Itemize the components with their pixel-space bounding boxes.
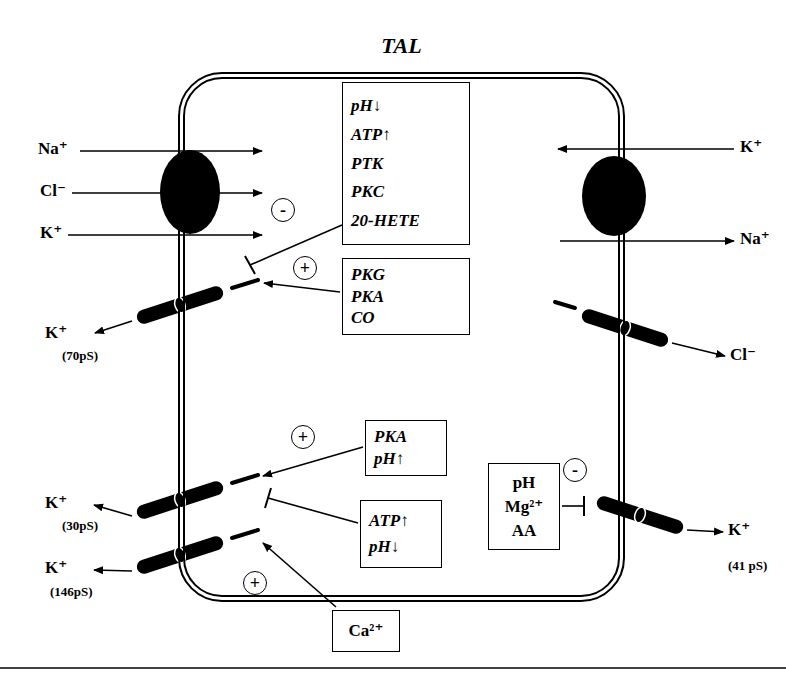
ion-label: K⁺ <box>740 137 762 157</box>
regulator-text: AA <box>497 521 551 541</box>
regulator-text: Mg²⁺ <box>497 497 551 517</box>
regulator-text: Ca²⁺ <box>341 621 391 641</box>
flux-arrow <box>558 148 734 150</box>
regulator-text: PKG <box>351 265 461 285</box>
activation-arrow <box>263 447 363 476</box>
flux-arrow <box>68 234 262 236</box>
effect-sign: + <box>243 571 267 595</box>
flux-arrow <box>560 240 734 242</box>
activation-arrow <box>264 283 340 292</box>
channel-gate <box>555 302 575 308</box>
ion-label: K⁺ <box>45 323 67 343</box>
cotransporter <box>160 150 220 234</box>
regulator-text: 20-HETE <box>351 211 461 231</box>
sign-text: + <box>300 259 310 277</box>
regulator-text: pH↓ <box>369 537 433 557</box>
ion-label: Na⁺ <box>740 229 770 249</box>
flux-arrow <box>672 343 725 356</box>
cell-title: TAL <box>185 33 618 59</box>
effect-sign: + <box>291 425 315 449</box>
regulator-text: PKA <box>351 287 461 307</box>
ion-label: K⁺ <box>45 558 67 578</box>
ion-label: K⁺ <box>40 223 62 243</box>
ion-label: K⁺ <box>45 493 67 513</box>
flux-arrow <box>94 570 132 571</box>
regulator-box: PKGPKACO <box>342 258 470 335</box>
inhibition-line <box>562 505 584 507</box>
sign-text: + <box>250 574 260 592</box>
effect-sign: - <box>563 458 587 482</box>
regulator-text: CO <box>351 308 461 328</box>
effect-sign: + <box>293 256 317 280</box>
ion-label: Cl⁻ <box>40 181 66 201</box>
channel-gate <box>232 475 258 483</box>
inhibition-bar <box>265 488 271 508</box>
ion-label: Cl⁻ <box>730 345 756 365</box>
conductance-label: (30pS) <box>62 518 98 534</box>
cell-outline: TALpH↓ATP↑PTKPKC20-HETE-+PKGPKACO+PKApH↑… <box>178 72 625 602</box>
sign-text: - <box>572 461 578 479</box>
conductance-label: (70pS) <box>62 348 98 364</box>
sign-text: + <box>298 428 308 446</box>
conductance-label: (41 pS) <box>728 558 767 574</box>
regulator-text: PKA <box>374 427 438 447</box>
regulator-text: ATP↑ <box>369 511 433 531</box>
regulator-text: pH↓ <box>351 96 461 116</box>
regulator-text: pH↑ <box>374 449 438 469</box>
ion-label: Na⁺ <box>38 139 68 159</box>
sign-text: - <box>280 201 286 219</box>
ion-label: K⁺ <box>728 520 750 540</box>
effect-sign: - <box>271 198 295 222</box>
separator-line <box>0 667 786 669</box>
flux-arrow <box>95 321 132 333</box>
k-channel <box>595 493 686 536</box>
regulator-text: pH <box>497 473 551 493</box>
channel-gate <box>232 280 258 288</box>
inhibition-line <box>268 498 358 523</box>
cl-channel <box>580 306 671 349</box>
regulator-text: PTK <box>351 154 461 174</box>
regulator-text: PKC <box>351 182 461 202</box>
channel-gate <box>232 530 258 538</box>
inhibition-bar <box>245 256 255 274</box>
regulator-box: Ca²⁺ <box>332 610 400 652</box>
regulator-box: ATP↑ pH↓ <box>360 500 442 568</box>
na-k-pump <box>582 156 646 236</box>
regulator-box: PKApH↑ <box>365 420 447 476</box>
conductance-label: (146pS) <box>50 584 93 600</box>
flux-arrow <box>80 150 262 152</box>
flux-arrow <box>94 505 132 516</box>
regulator-box: pH Mg²⁺ AA <box>488 463 560 550</box>
inhibition-bar <box>583 496 585 516</box>
flux-arrow <box>687 530 723 532</box>
regulator-box: pH↓ ATP↑ PTK PKC 20-HETE <box>342 82 470 245</box>
regulator-text: ATP↑ <box>351 125 461 145</box>
